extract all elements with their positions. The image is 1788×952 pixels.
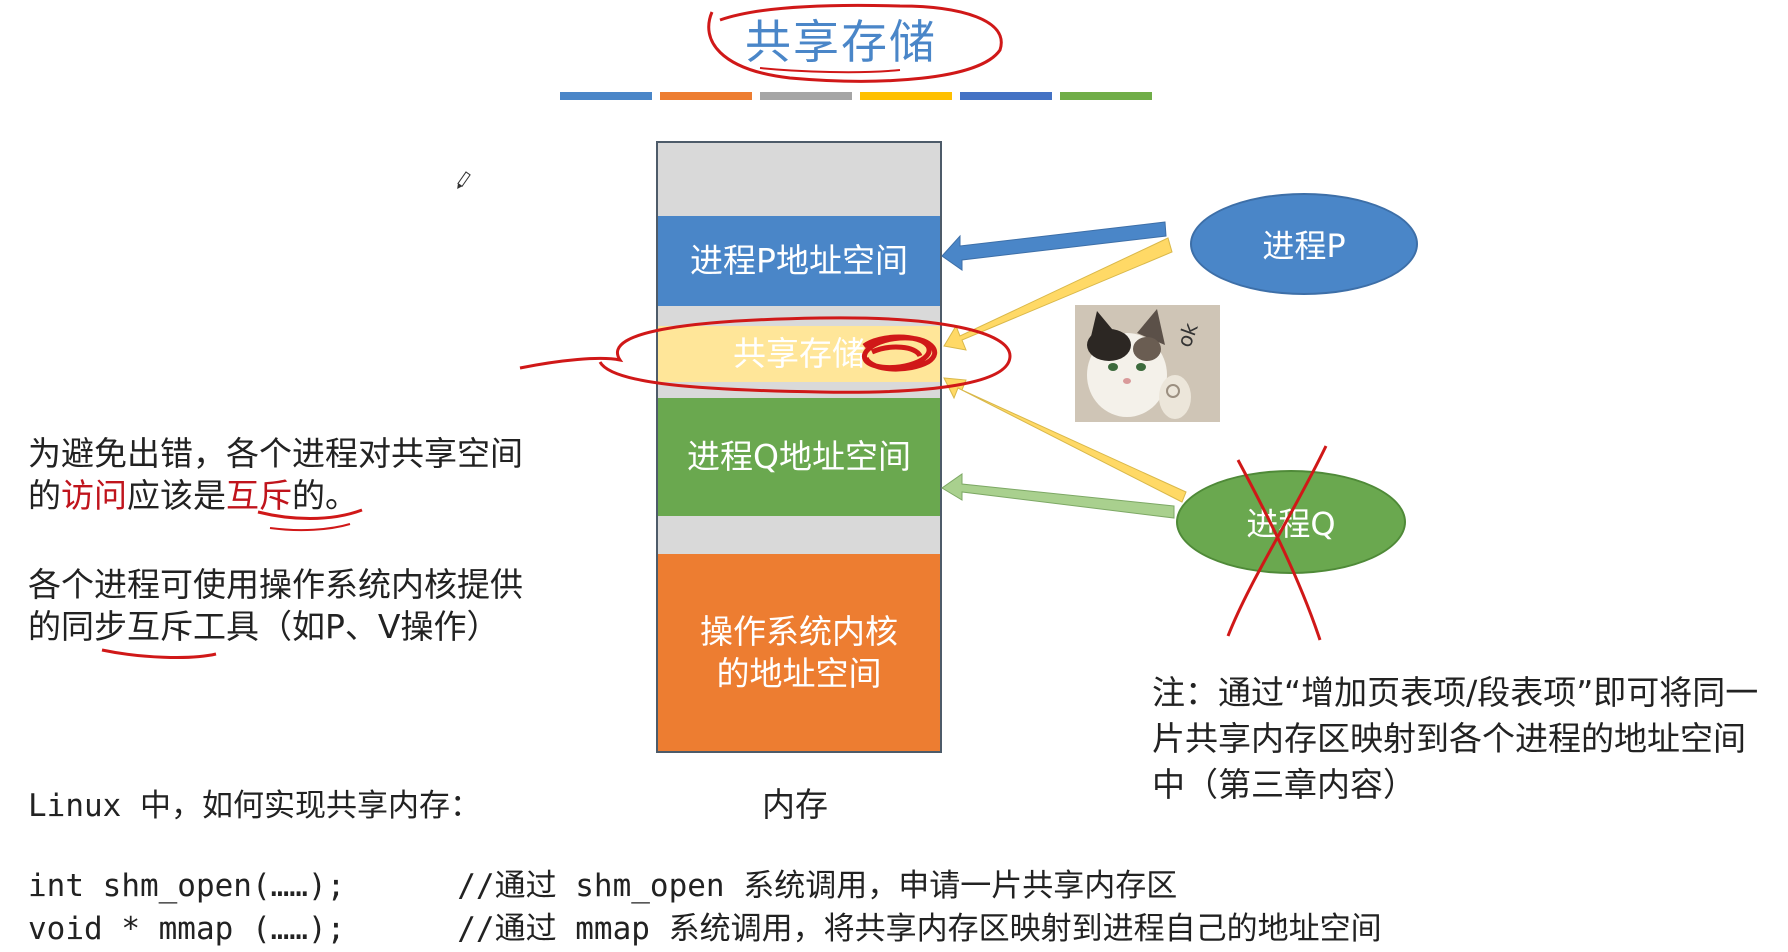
accent-bar-darkblue [960, 92, 1052, 100]
code-line-shm-open: int shm_open(……); //通过 shm_open 系统调用，申请一… [28, 868, 1178, 904]
mutex-paragraph: 为避免出错，各个进程对共享空间的访问应该是互斥的。 [28, 433, 548, 517]
title-underline-annotation [759, 67, 901, 74]
memory-block-process-p: 进程P地址空间 [657, 216, 941, 306]
mutex-text-access: 访问 [61, 476, 127, 515]
memory-block-kernel-label: 操作系统内核的地址空间 [700, 612, 898, 693]
code-line-mmap: void * mmap (……); //通过 mmap 系统调用，将共享内存区映… [28, 911, 1382, 947]
cat-ok-icon: ok [1075, 305, 1220, 422]
pencil-cursor-icon [457, 171, 471, 189]
process-p-ellipse: 进程P [1190, 193, 1418, 295]
cat-ok-sticker: ok [1075, 305, 1220, 422]
arrow-p-to-shared [943, 237, 1173, 351]
accent-bar-orange [660, 92, 752, 100]
mutex-text-b: 应该是 [127, 476, 226, 515]
memory-outline [656, 141, 942, 753]
process-q-cross-annotation [1236, 459, 1322, 641]
mutex-text-c: 的。 [292, 476, 358, 515]
shared-circle-annotation [519, 316, 1012, 394]
accent-bar-green [1060, 92, 1152, 100]
arrow-p-to-address [941, 221, 1167, 271]
arrow-q-to-shared [943, 377, 1187, 503]
page-title: 共享存储 [745, 15, 937, 69]
memory-block-kernel: 操作系统内核的地址空间 [657, 554, 941, 751]
sync-underline-annotation [101, 648, 217, 659]
mutex-text-a: 为避免出错，各个进程对共享空间的 [28, 434, 523, 515]
mutex-underline-annotation-2 [269, 523, 351, 532]
memory-gap-3 [657, 516, 941, 554]
mutex-underline-annotation [257, 508, 363, 520]
page-table-note: 注：通过“增加页表项/段表项”即可将同一片共享内存区映射到各个进程的地址空间中（… [1152, 673, 1759, 804]
sync-tools-paragraph: 各个进程可使用操作系统内核提供的同步互斥工具（如P、V操作） [28, 565, 523, 646]
shared-scribble-annotation [862, 334, 938, 372]
linux-heading: Linux 中，如何实现共享内存： [28, 788, 481, 824]
memory-gap-2 [657, 382, 941, 398]
accent-bar-gray [760, 92, 852, 100]
memory-label: 内存 [762, 785, 828, 824]
process-p-label: 进程P [1262, 227, 1346, 265]
memory-gap-top [657, 143, 941, 216]
process-q-ellipse: 进程Q [1176, 470, 1406, 574]
accent-bar-blue [560, 92, 652, 100]
accent-bar-strip [560, 92, 1152, 100]
arrow-q-to-address [941, 473, 1175, 519]
accent-bar-yellow [860, 92, 952, 100]
memory-block-process-q: 进程Q地址空间 [657, 398, 941, 516]
mutex-text-mutex: 互斥 [226, 476, 292, 515]
process-q-cross-annotation-2 [1226, 445, 1328, 637]
title-circle-annotation [707, 3, 1003, 83]
